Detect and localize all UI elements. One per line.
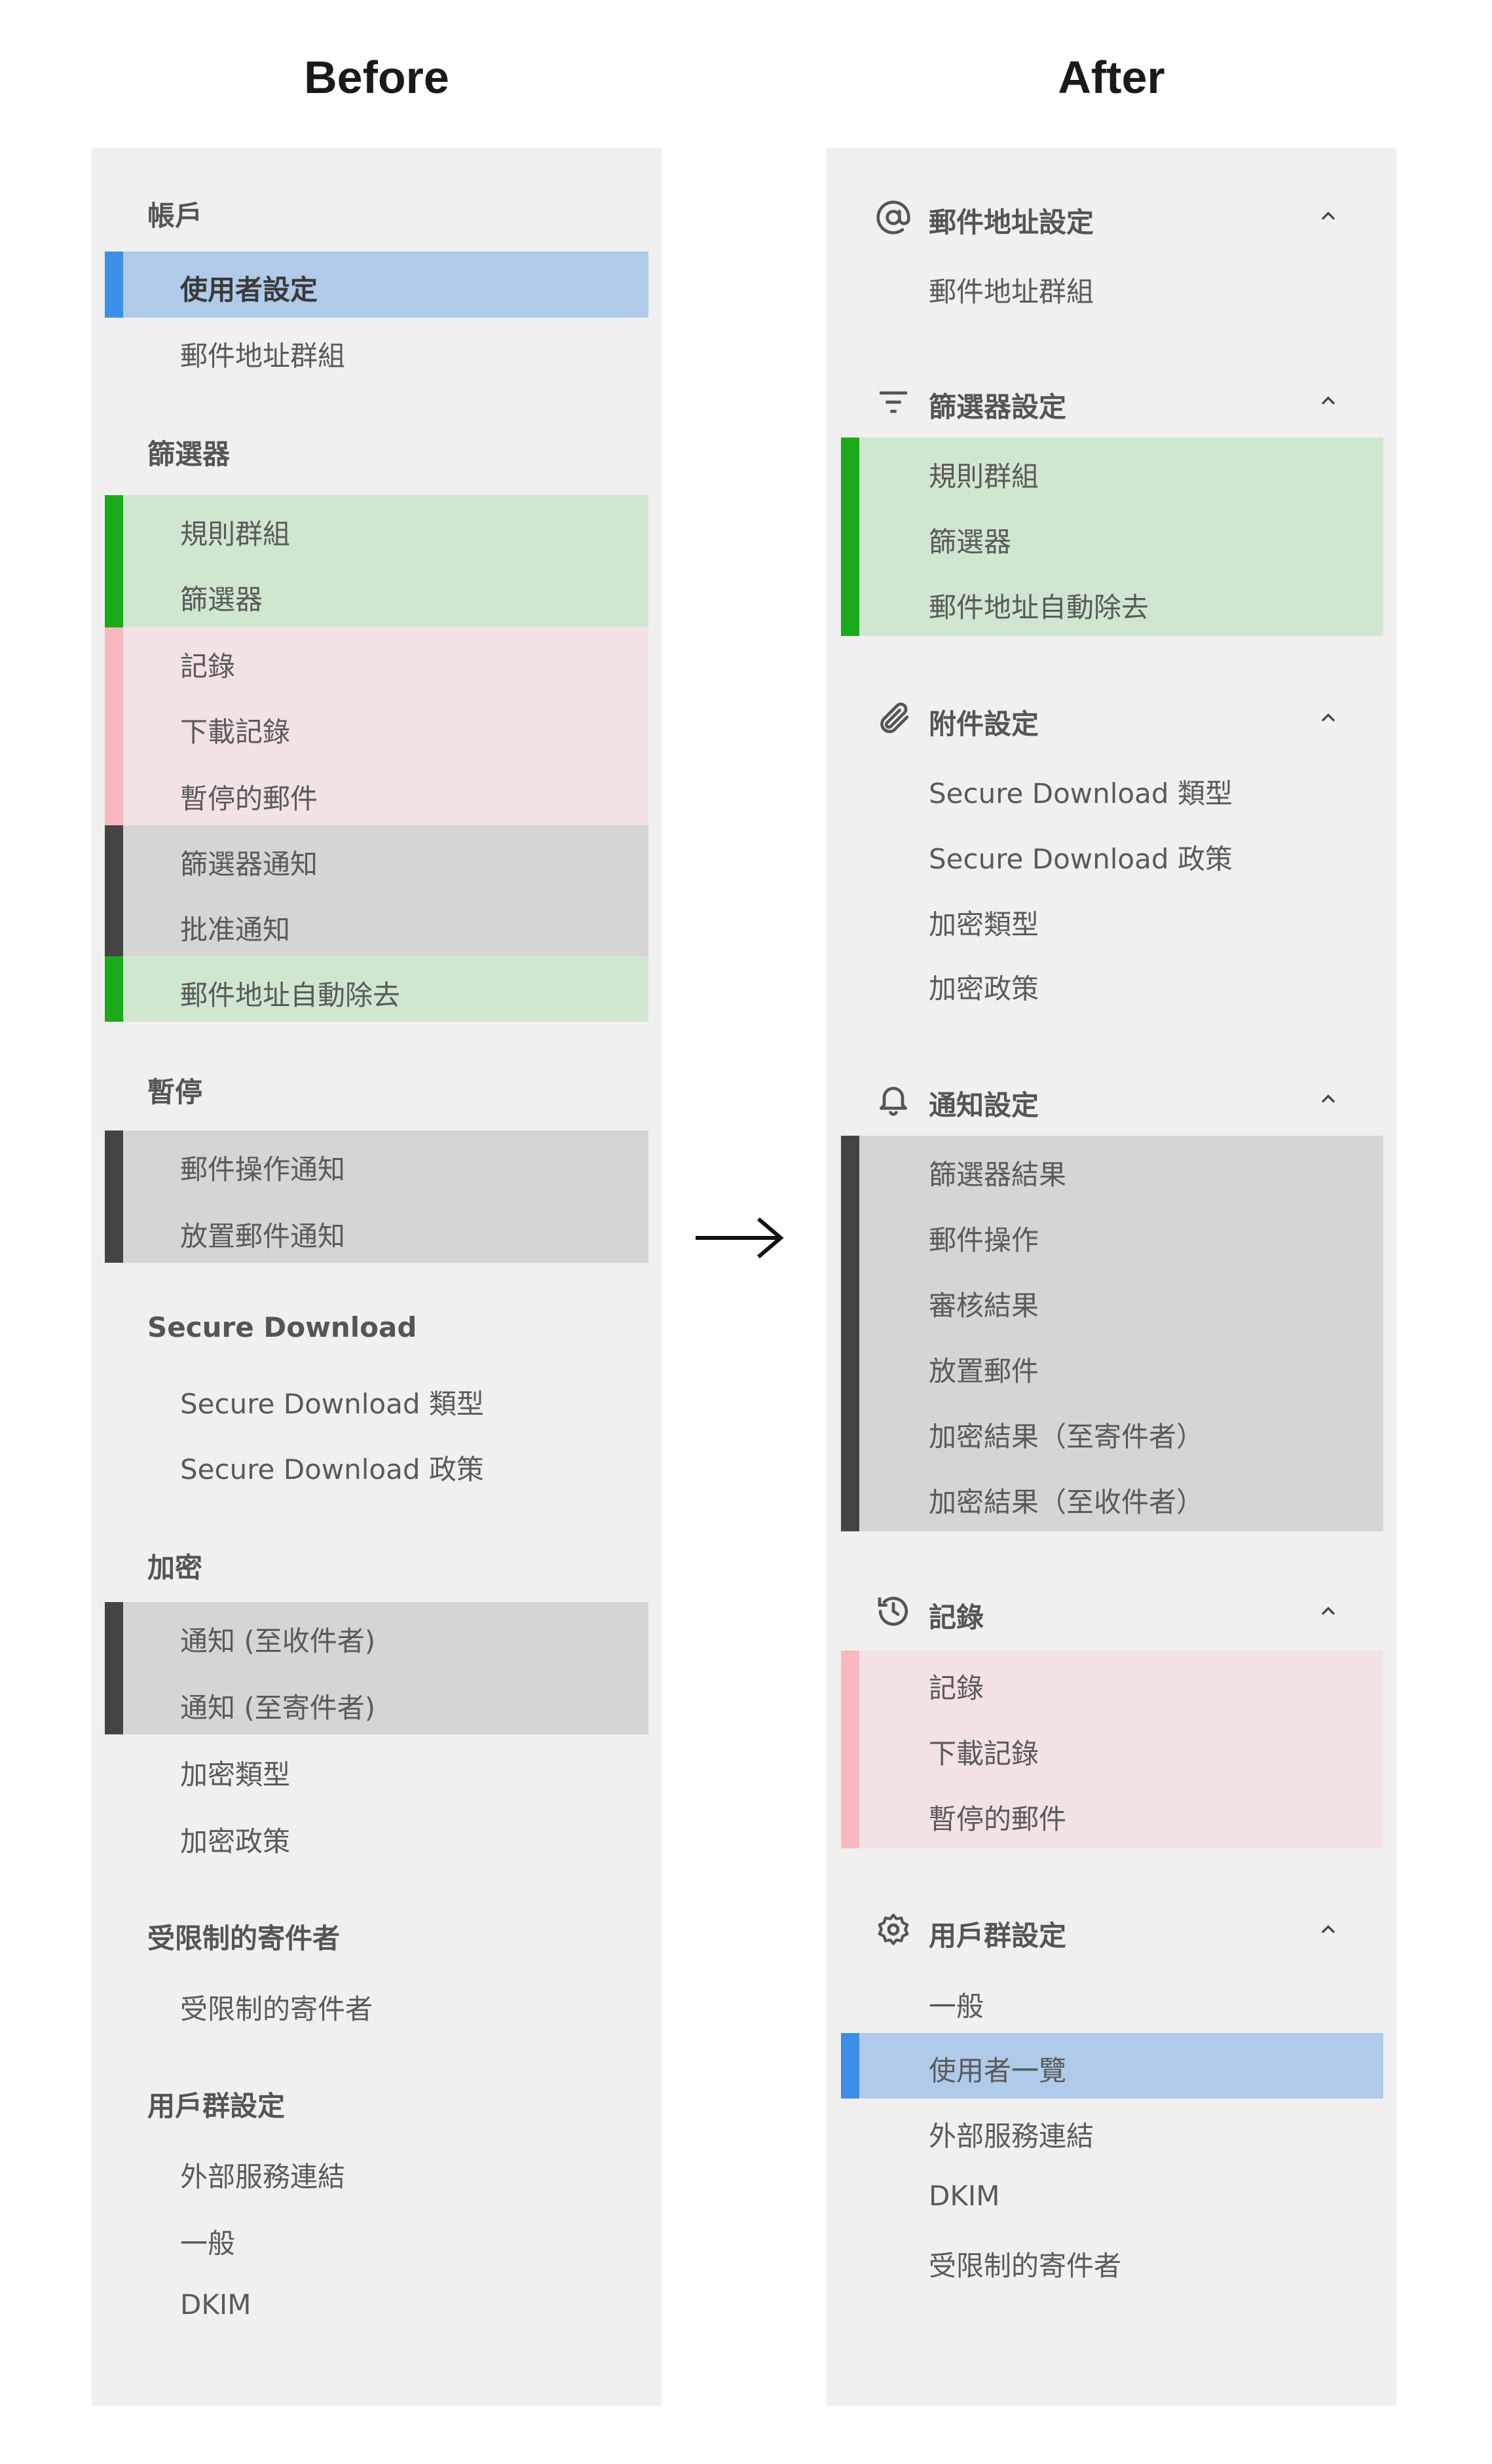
menu-item-mail-action-notify[interactable]: 郵件操作通知	[180, 1153, 346, 1185]
moved-band-gray	[841, 1136, 1383, 1531]
section-attachment-settings[interactable]: 附件設定	[929, 708, 1039, 740]
menu-item-approval-notify[interactable]: 批准通知	[180, 914, 291, 946]
section-filter: 篩選器	[147, 438, 231, 470]
menu-item-secure-download-type[interactable]: Secure Download 類型	[180, 1388, 484, 1420]
chevron-up-icon[interactable]	[1316, 706, 1340, 730]
chevron-up-icon[interactable]	[1316, 1087, 1340, 1111]
menu-item-secure-download-policy[interactable]: Secure Download 政策	[929, 843, 1233, 875]
menu-item-filter-notify[interactable]: 篩選器通知	[180, 848, 318, 880]
menu-item-review-result[interactable]: 審核結果	[929, 1290, 1039, 1322]
menu-item-restricted-senders[interactable]: 受限制的寄件者	[180, 1993, 373, 2025]
bell-icon	[880, 1087, 907, 1116]
menu-item-general[interactable]: 一般	[929, 1990, 984, 2023]
menu-item-notify-recipient[interactable]: 通知 (至收件者)	[180, 1625, 376, 1657]
selected-band	[105, 252, 648, 318]
section-filter-settings[interactable]: 篩選器設定	[929, 391, 1067, 423]
menu-item-encrypt-result-recipient[interactable]: 加密結果（至收件者）	[929, 1486, 1204, 1518]
paperclip-icon	[880, 702, 909, 734]
moved-band-green	[105, 495, 648, 627]
section-restricted-senders: 受限制的寄件者	[147, 1922, 341, 1954]
menu-item-address-group[interactable]: 郵件地址群組	[929, 276, 1094, 308]
menu-item-log[interactable]: 記錄	[180, 650, 236, 682]
menu-item-rule-group[interactable]: 規則群組	[929, 460, 1039, 493]
menu-item-external-service[interactable]: 外部服務連結	[180, 2161, 346, 2193]
section-account: 帳戶	[147, 200, 203, 232]
selected-band	[841, 2033, 1383, 2099]
menu-item-secure-download-policy[interactable]: Secure Download 政策	[180, 1453, 484, 1485]
section-encrypt: 加密	[147, 1552, 203, 1584]
menu-item-address-auto-remove[interactable]: 郵件地址自動除去	[929, 591, 1149, 624]
menu-item-general[interactable]: 一般	[180, 2228, 236, 2260]
section-secure-download: Secure Download	[147, 1311, 417, 1343]
menu-item-held-mail[interactable]: 暫停的郵件	[180, 783, 318, 815]
section-notification-settings[interactable]: 通知設定	[929, 1089, 1039, 1121]
chevron-up-icon[interactable]	[1316, 204, 1340, 228]
before-menu-panel: 帳戶 使用者設定 郵件地址群組 篩選器 規則群組 篩選器 記錄 下載記錄 暫停的…	[92, 148, 662, 2406]
menu-item-address-auto-remove[interactable]: 郵件地址自動除去	[180, 979, 401, 1011]
menu-item-restricted-senders[interactable]: 受限制的寄件者	[929, 2250, 1122, 2282]
menu-item-filter[interactable]: 篩選器	[180, 584, 263, 616]
menu-item-put-mail-notify[interactable]: 放置郵件通知	[180, 1220, 346, 1252]
menu-item-secure-download-type[interactable]: Secure Download 類型	[929, 777, 1233, 810]
at-sign-icon	[876, 200, 910, 234]
menu-item-encrypt-type[interactable]: 加密類型	[180, 1759, 291, 1791]
gear-icon	[878, 1913, 909, 1945]
menu-item-external-service[interactable]: 外部服務連結	[929, 2120, 1094, 2152]
menu-item-dkim[interactable]: DKIM	[929, 2180, 1000, 2212]
menu-item-download-log[interactable]: 下載記錄	[180, 716, 291, 748]
moved-band-pink	[841, 1651, 1383, 1848]
section-group-settings: 用戶群設定	[147, 2090, 286, 2122]
menu-item-encrypt-result-sender[interactable]: 加密結果（至寄件者）	[929, 1421, 1204, 1453]
after-menu-panel: 郵件地址設定 郵件地址群組 篩選器設定 規則群組 篩選器 郵件地址自動除去 附件…	[827, 148, 1396, 2406]
menu-item-log[interactable]: 記錄	[929, 1672, 984, 1704]
menu-item-put-mail[interactable]: 放置郵件	[929, 1355, 1039, 1387]
menu-item-rule-group[interactable]: 規則群組	[180, 518, 291, 550]
menu-item-encrypt-policy[interactable]: 加密政策	[929, 973, 1039, 1005]
chevron-up-icon[interactable]	[1316, 1599, 1340, 1623]
menu-item-dkim[interactable]: DKIM	[180, 2288, 252, 2321]
moved-band-green	[105, 956, 648, 1022]
menu-item-filter-result[interactable]: 篩選器結果	[929, 1159, 1067, 1191]
moved-band-gray	[105, 1130, 648, 1263]
menu-item-download-log[interactable]: 下載記錄	[929, 1738, 1039, 1770]
menu-item-address-group[interactable]: 郵件地址群組	[180, 340, 346, 372]
right-arrow-icon	[696, 1217, 784, 1259]
section-log[interactable]: 記錄	[929, 1601, 984, 1633]
menu-item-notify-sender[interactable]: 通知 (至寄件者)	[180, 1692, 376, 1724]
chevron-up-icon[interactable]	[1316, 389, 1340, 413]
chevron-up-icon[interactable]	[1316, 1918, 1340, 1941]
after-title: After	[1058, 52, 1165, 103]
moved-band-green	[841, 438, 1383, 636]
menu-item-user-list[interactable]: 使用者一覽	[929, 2055, 1067, 2087]
filter-icon	[880, 391, 907, 413]
moved-band-gray	[105, 825, 648, 956]
menu-item-held-mail[interactable]: 暫停的郵件	[929, 1803, 1067, 1835]
section-address-settings[interactable]: 郵件地址設定	[929, 206, 1094, 238]
menu-item-encrypt-type[interactable]: 加密類型	[929, 908, 1039, 941]
menu-item-mail-action[interactable]: 郵件操作	[929, 1224, 1039, 1256]
menu-item-encrypt-policy[interactable]: 加密政策	[180, 1825, 291, 1857]
history-icon	[878, 1596, 908, 1626]
section-hold: 暫停	[147, 1076, 203, 1108]
menu-item-filter[interactable]: 篩選器	[929, 526, 1012, 558]
before-title: Before	[304, 52, 449, 103]
section-group-settings[interactable]: 用戶群設定	[929, 1920, 1067, 1952]
moved-band-pink	[105, 627, 648, 825]
moved-band-gray	[105, 1602, 648, 1734]
menu-item-user-settings[interactable]: 使用者設定	[180, 274, 318, 306]
